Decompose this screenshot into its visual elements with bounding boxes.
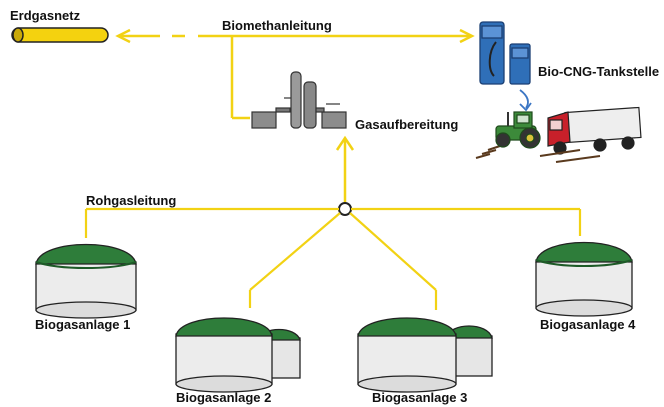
junction-node (338, 202, 352, 216)
erdgasnetz-pipe-icon (11, 27, 109, 43)
rohgasleitung-lines (84, 207, 582, 310)
truck-icon (539, 106, 642, 163)
fueling-arrow-head (519, 102, 532, 112)
biogas-plant-1-icon (35, 243, 137, 319)
label-gasaufbereitung: Gasaufbereitung (355, 117, 459, 132)
gasaufbereitung-plant-icon (251, 71, 347, 129)
label-erdgasnetz: Erdgasnetz (10, 8, 81, 23)
biogas-plant-3-icon (357, 317, 493, 393)
label-biomethanleitung: Biomethanleitung (222, 18, 332, 33)
label-biogasanlage-4: Biogasanlage 4 (540, 317, 636, 332)
biogas-plant-4-icon (535, 241, 633, 317)
fueling-arrow (519, 89, 529, 109)
label-biogasanlage-3: Biogasanlage 3 (372, 390, 468, 405)
label-biogasanlage-1: Biogasanlage 1 (35, 317, 131, 332)
biomethanleitung-line (115, 28, 475, 120)
label-rohgasleitung: Rohgasleitung (86, 193, 177, 208)
biogas-plant-2-icon (175, 317, 301, 393)
tractor-icon (475, 111, 541, 159)
label-biogasanlage-2: Biogasanlage 2 (176, 390, 272, 405)
cng-fuel-pump-icon (479, 21, 531, 85)
label-tankstelle: Bio-CNG-Tankstelle (538, 64, 660, 79)
rohgas-upflow-arrow (335, 135, 355, 202)
